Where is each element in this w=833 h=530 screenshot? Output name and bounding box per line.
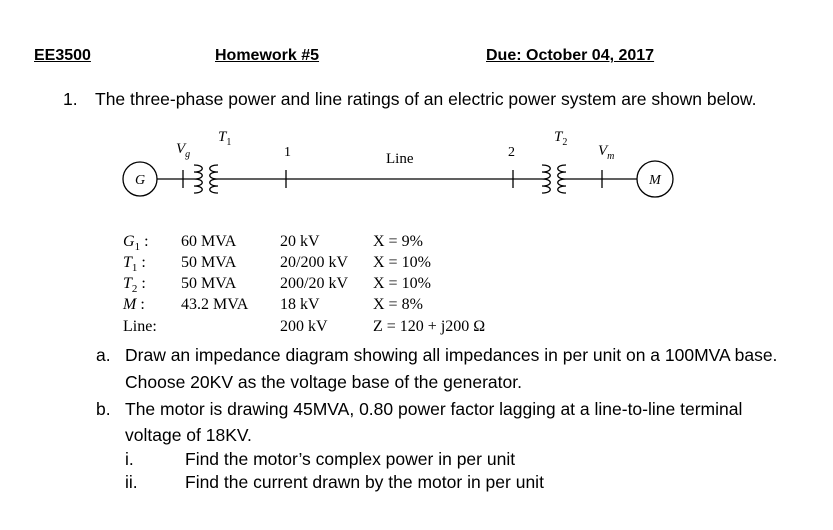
t2-label: T2 bbox=[554, 129, 567, 148]
part-b-label: b. bbox=[96, 399, 111, 419]
rating-power: 50 MVA bbox=[181, 254, 237, 271]
part-b-line2: voltage of 18KV. bbox=[125, 425, 252, 445]
rating-voltage: 20/200 kV bbox=[280, 254, 348, 271]
part-b-i-label: i. bbox=[125, 449, 134, 469]
rating-name: T2 : bbox=[123, 275, 146, 296]
rating-name: M : bbox=[123, 296, 145, 313]
part-b-i-text: Find the motor’s complex power in per un… bbox=[185, 449, 516, 469]
vg-label: Vg bbox=[176, 141, 190, 160]
part-a-label: a. bbox=[96, 345, 111, 365]
rating-impedance: X = 10% bbox=[373, 275, 431, 292]
problem-number: 1. bbox=[63, 89, 78, 109]
rating-impedance: X = 9% bbox=[373, 233, 423, 250]
part-b-line1: The motor is drawing 45MVA, 0.80 power f… bbox=[125, 399, 743, 419]
course-code: EE3500 bbox=[34, 47, 91, 64]
rating-voltage: 20 kV bbox=[280, 233, 320, 250]
rating-voltage: 18 kV bbox=[280, 296, 320, 313]
problem-statement: The three-phase power and line ratings o… bbox=[95, 89, 757, 109]
rating-impedance: Z = 120 + j200 Ω bbox=[373, 318, 486, 335]
line-label: Line bbox=[386, 151, 414, 167]
vm-label: Vm bbox=[598, 143, 614, 162]
rating-voltage: 200 kV bbox=[280, 318, 328, 335]
motor-symbol bbox=[636, 160, 674, 198]
rating-power: 43.2 MVA bbox=[181, 296, 249, 313]
rating-name: Line: bbox=[123, 318, 157, 335]
rating-name: G1 : bbox=[123, 233, 149, 254]
rating-power: 50 MVA bbox=[181, 275, 237, 292]
part-a-line1: Draw an impedance diagram showing all im… bbox=[125, 345, 778, 365]
transformer-t1-primary bbox=[193, 164, 203, 194]
due-date: Due: October 04, 2017 bbox=[486, 47, 655, 64]
homework-title: Homework #5 bbox=[215, 47, 320, 64]
part-b-ii-text: Find the current drawn by the motor in p… bbox=[185, 472, 544, 492]
t1-label: T1 bbox=[218, 129, 231, 148]
part-a-line2: Choose 20KV as the voltage base of the g… bbox=[125, 372, 522, 392]
generator-label: G bbox=[135, 173, 145, 188]
rating-power: 60 MVA bbox=[181, 233, 237, 250]
bus1-label: 1 bbox=[284, 145, 291, 160]
one-line-diagram: G M Vg T1 1 Line 2 T2 Vm bbox=[122, 129, 674, 198]
bus2-label: 2 bbox=[508, 145, 515, 160]
rating-name: T1 : bbox=[123, 254, 146, 275]
rating-voltage: 200/20 kV bbox=[280, 275, 348, 292]
rating-impedance: X = 10% bbox=[373, 254, 431, 271]
motor-label: M bbox=[648, 173, 662, 188]
part-b-ii-label: ii. bbox=[125, 472, 138, 492]
rating-impedance: X = 8% bbox=[373, 296, 423, 313]
